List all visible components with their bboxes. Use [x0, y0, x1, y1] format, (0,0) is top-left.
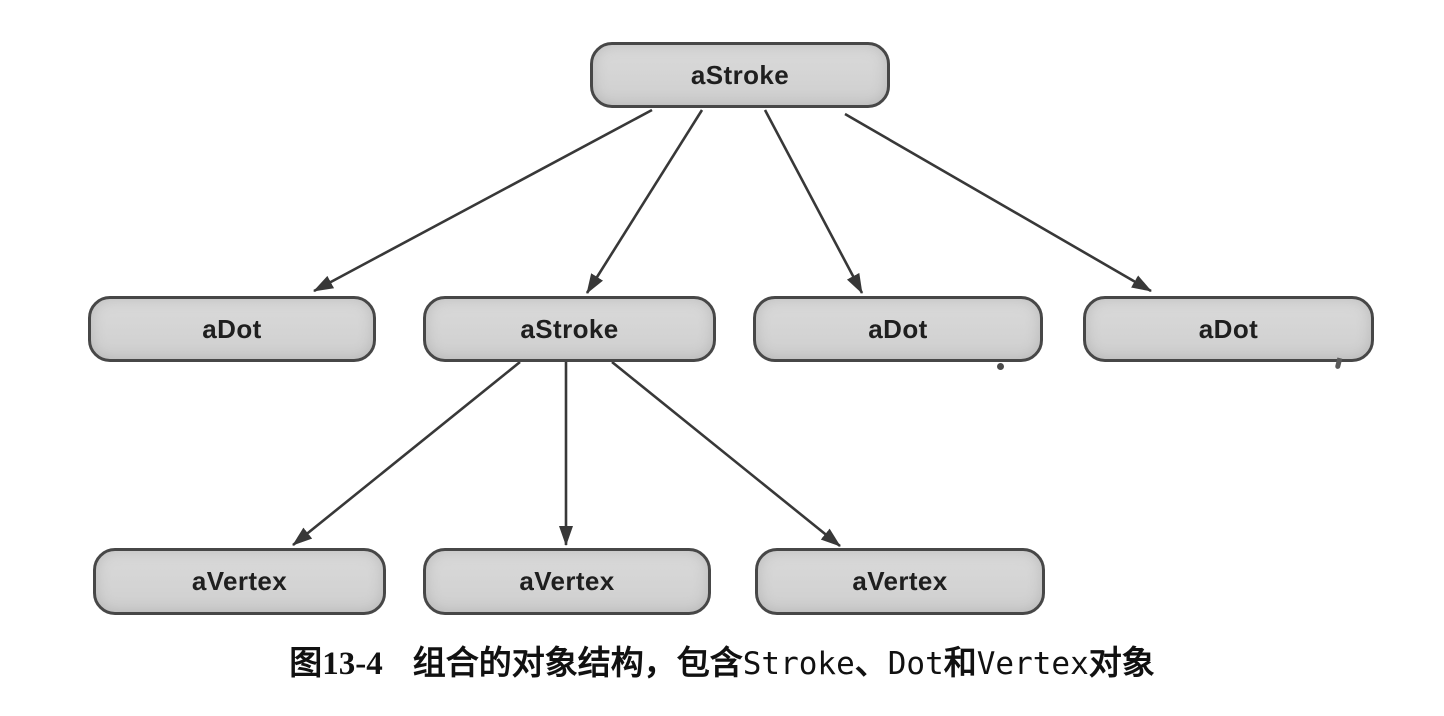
node-adot-2: aDot [753, 296, 1043, 362]
caption-text-2: 对象 [1088, 646, 1155, 682]
node-label: aDot [868, 313, 928, 344]
node-astroke-2: aStroke [423, 296, 716, 362]
caption-code-dot: Dot [887, 646, 944, 682]
node-label: aVertex [852, 566, 948, 596]
caption-separator: 、 [854, 646, 888, 682]
caption-figure-number: 图13-4 [289, 646, 383, 682]
node-label: aVertex [519, 566, 615, 596]
node-adot-3: aDot [1083, 296, 1374, 362]
caption-code-stroke: Stroke [742, 646, 855, 682]
edge-root-to-adot-4 [844, 112, 1152, 293]
node-avertex-3: aVertex [755, 548, 1045, 615]
node-label: aStroke [520, 313, 619, 344]
node-adot-1: aDot [88, 296, 376, 362]
edge-root-to-adot-1 [313, 108, 653, 293]
edge-astroke2-to-avertex-3 [611, 360, 841, 548]
node-root-astroke: aStroke [590, 42, 890, 108]
caption-conjunction: 和 [943, 646, 977, 682]
node-label: aDot [202, 313, 262, 344]
node-avertex-1: aVertex [93, 548, 386, 615]
edge-astroke2-to-avertex-1 [292, 360, 521, 547]
edge-root-to-adot-3 [763, 109, 864, 294]
edge-root-to-astroke-2 [585, 109, 704, 294]
scan-speck-dot [997, 363, 1004, 370]
node-avertex-2: aVertex [423, 548, 711, 615]
scan-speck-tick [1334, 357, 1343, 370]
figure-caption: 图13-4 组合的对象结构，包含Stroke、Dot和Vertex对象 [0, 636, 1444, 684]
node-label: aStroke [690, 59, 790, 90]
caption-text-1: 组合的对象结构，包含 [412, 646, 743, 682]
caption-code-vertex: Vertex [976, 646, 1089, 682]
node-label: aDot [1198, 313, 1259, 344]
node-label: aVertex [191, 566, 288, 596]
